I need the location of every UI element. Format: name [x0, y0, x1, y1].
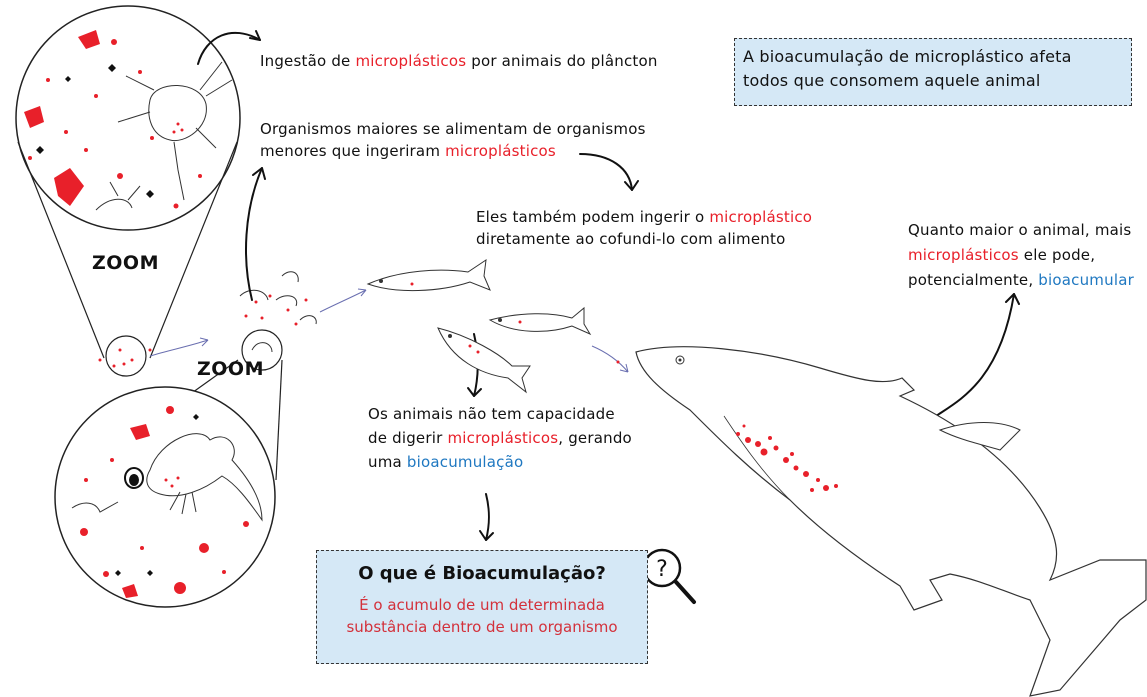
- bigger-animal-text: Quanto maior o animal, mais microplástic…: [908, 221, 1134, 289]
- direct-ingestion-text: Eles também podem ingerir o microplástic…: [476, 208, 813, 248]
- box-top-line2: todos que consomem aquele animal: [743, 71, 1041, 90]
- definition-box: O que é Bioacumulação? É o acumulo de um…: [316, 550, 648, 664]
- definition-line2: substância dentro de um organismo: [346, 618, 618, 636]
- small-fish-group: [366, 258, 592, 394]
- big-fish: [635, 346, 1147, 697]
- digestion-text: Os animais não tem capacidade de digerir…: [368, 405, 632, 471]
- bioaccumulation-effect-box: A bioacumulação de microplástico afeta t…: [734, 38, 1132, 106]
- zoom-label-top: ZOOM: [92, 252, 159, 274]
- definition-line1: É o acumulo de um determinada: [359, 596, 605, 614]
- magnifier-question-icon: ?: [642, 548, 696, 604]
- top-zoom-circle: [15, 5, 241, 359]
- plankton-cluster: [239, 271, 317, 325]
- svg-text:?: ?: [656, 557, 668, 582]
- big-fish-microplastics: [616, 360, 838, 492]
- bigger-organisms-text: Organismos maiores se alimentam de organ…: [260, 120, 646, 160]
- bottom-zoom-circle: [54, 359, 283, 608]
- definition-title: O que é Bioacumulação?: [358, 563, 606, 584]
- zoom-label-bottom: ZOOM: [197, 358, 264, 380]
- zoom-source-circle-bottom: [241, 329, 283, 371]
- ingestion-text: Ingestão de microplásticos por animais d…: [260, 52, 658, 70]
- box-top-line1: A bioacumulação de microplástico afeta: [743, 47, 1072, 66]
- flow-arrows: [149, 288, 629, 373]
- zoom-source-circle-top: [105, 335, 147, 377]
